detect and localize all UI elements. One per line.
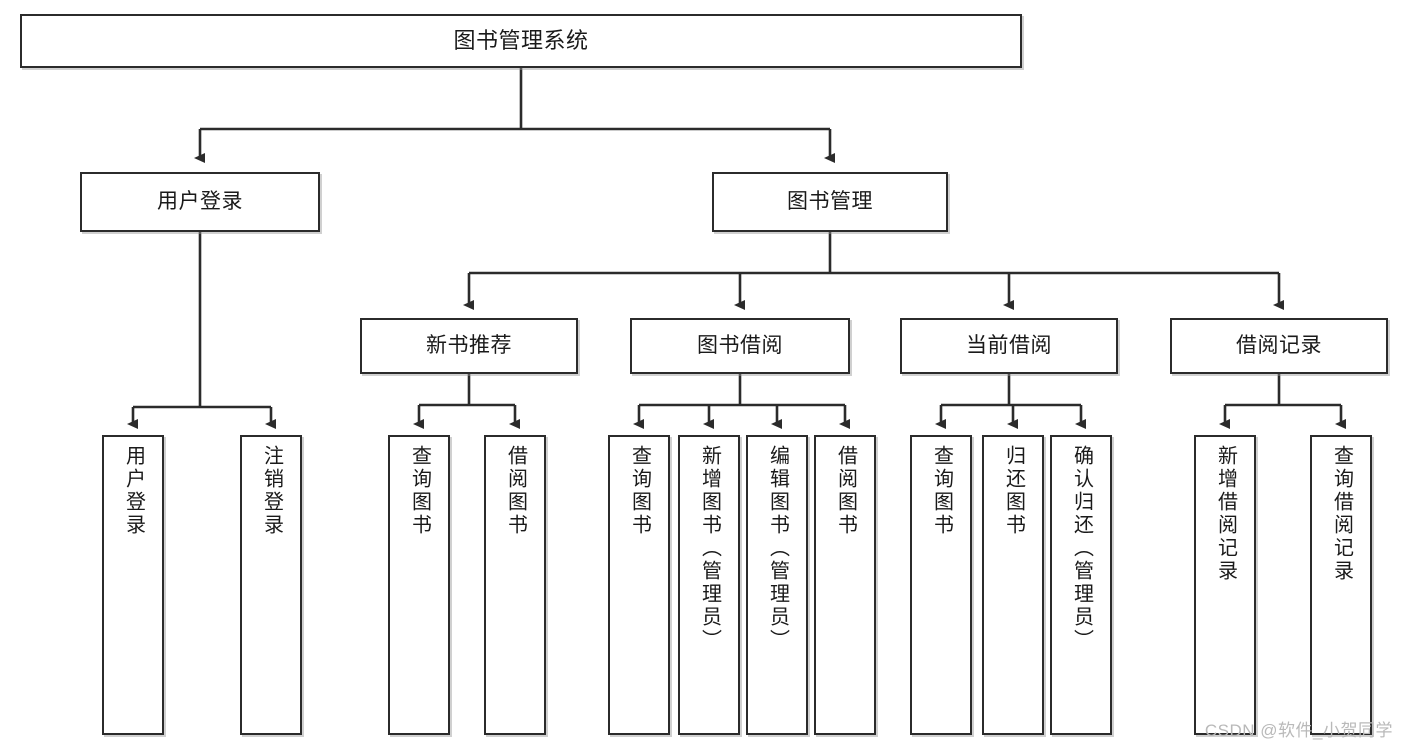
node-borrow-record[interactable]: 借阅记录: [1170, 318, 1388, 374]
node-leaf-user-login[interactable]: 用户登录: [102, 435, 164, 735]
node-label: 归还图书: [1002, 445, 1025, 537]
node-leaf-query-book-1[interactable]: 查询图书: [388, 435, 450, 735]
node-label: 查询借阅记录: [1330, 445, 1353, 583]
node-label: 用户登录: [122, 445, 145, 537]
node-label: 图书管理: [787, 189, 873, 213]
node-leaf-return-book[interactable]: 归还图书: [982, 435, 1044, 735]
node-leaf-add-record[interactable]: 新增借阅记录: [1194, 435, 1256, 735]
node-leaf-user-logout[interactable]: 注销登录: [240, 435, 302, 735]
node-label: 图书管理系统: [453, 28, 589, 54]
node-label: 借阅图书: [834, 445, 857, 537]
node-label: 借阅记录: [1236, 333, 1322, 357]
node-leaf-confirm-return[interactable]: 确认归还（管理员）: [1050, 435, 1112, 735]
node-leaf-edit-book[interactable]: 编辑图书（管理员）: [746, 435, 808, 735]
node-label: 图书借阅: [697, 333, 783, 357]
node-label: 查询图书: [930, 445, 953, 537]
node-label: 查询图书: [408, 445, 431, 537]
node-label: 新增借阅记录: [1214, 445, 1237, 583]
node-root-system[interactable]: 图书管理系统: [20, 14, 1022, 68]
node-label: 新增图书（管理员）: [698, 445, 721, 652]
node-label: 借阅图书: [504, 445, 527, 537]
node-leaf-query-record[interactable]: 查询借阅记录: [1310, 435, 1372, 735]
node-leaf-query-book-3[interactable]: 查询图书: [910, 435, 972, 735]
node-label: 编辑图书（管理员）: [766, 445, 789, 652]
node-label: 当前借阅: [966, 333, 1052, 357]
node-label: 新书推荐: [426, 333, 512, 357]
node-leaf-borrow-book-2[interactable]: 借阅图书: [814, 435, 876, 735]
node-book-borrow[interactable]: 图书借阅: [630, 318, 850, 374]
node-leaf-borrow-book-1[interactable]: 借阅图书: [484, 435, 546, 735]
node-label: 注销登录: [260, 445, 283, 537]
node-new-book-recommend[interactable]: 新书推荐: [360, 318, 578, 374]
node-label: 查询图书: [628, 445, 651, 537]
node-leaf-query-book-2[interactable]: 查询图书: [608, 435, 670, 735]
node-label: 用户登录: [157, 189, 243, 213]
node-current-borrow[interactable]: 当前借阅: [900, 318, 1118, 374]
node-leaf-add-book[interactable]: 新增图书（管理员）: [678, 435, 740, 735]
node-book-manage[interactable]: 图书管理: [712, 172, 948, 232]
node-user-login[interactable]: 用户登录: [80, 172, 320, 232]
node-label: 确认归还（管理员）: [1070, 445, 1093, 652]
